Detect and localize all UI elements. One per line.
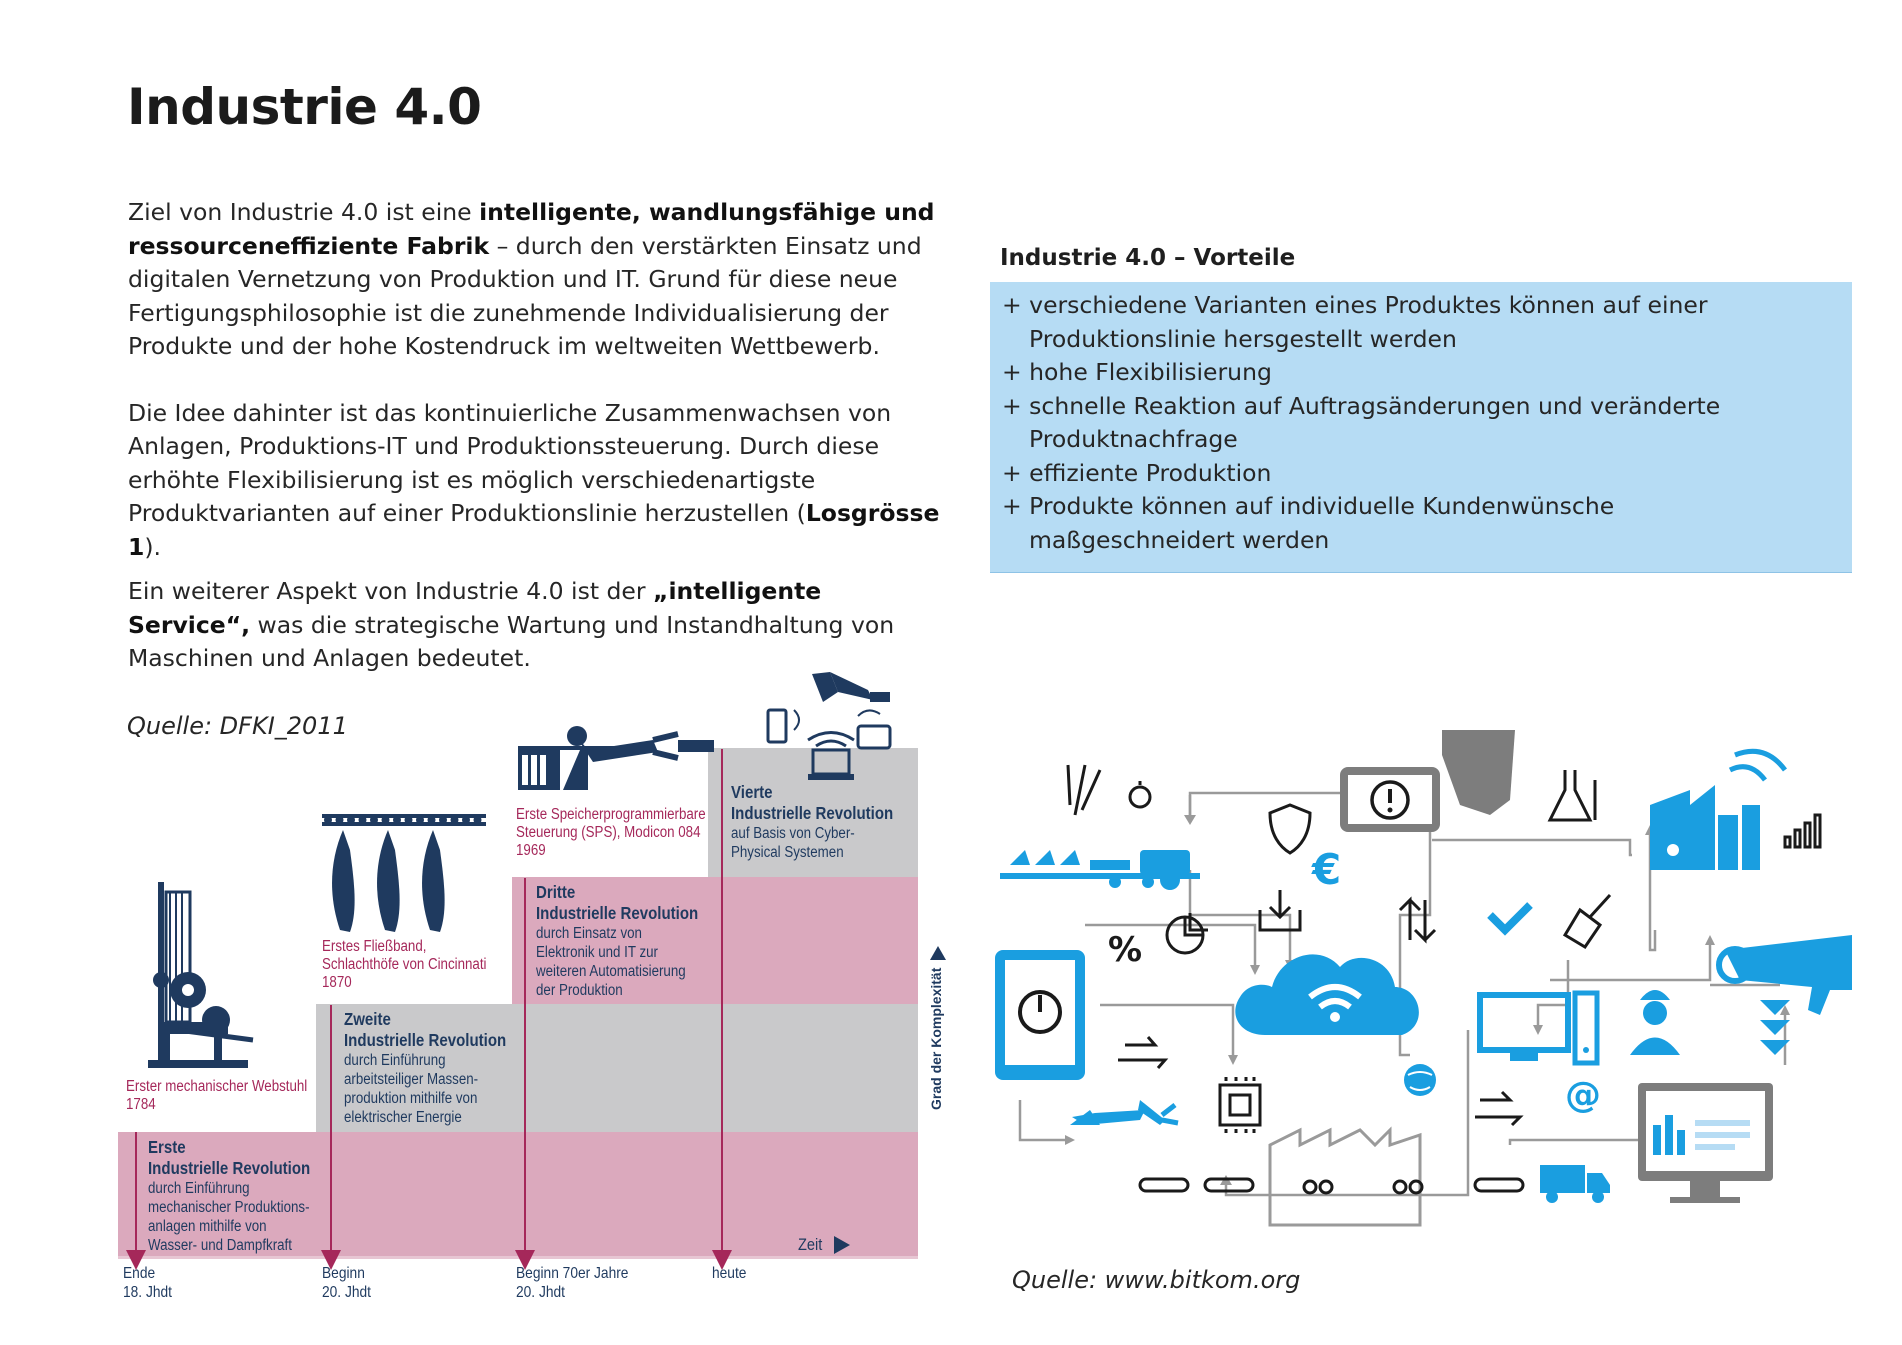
microchip-icon <box>1218 1077 1262 1133</box>
industrial-revolutions-timeline: Erste Industrielle Revolution durch Einf… <box>118 670 946 1310</box>
thumbs-down-icon <box>1716 935 1852 1015</box>
swap-arrows-icon-2 <box>1475 1090 1524 1127</box>
pie-chart-icon <box>1165 913 1208 955</box>
intro-paragraph-3: Ein weiterer Aspekt von Industrie 4.0 is… <box>128 577 895 672</box>
factory-outline-icon <box>1268 1126 1422 1227</box>
iot-network-illustration: % € @ <box>990 725 1852 1227</box>
up-down-arrows-icon <box>1398 896 1437 944</box>
stopwatch-icon <box>1128 781 1152 809</box>
axis-complexity-label: Grad der Komplexität <box>928 967 944 1110</box>
stage-2-caption: Erstes Fließband, Schlachthöfe von Cinci… <box>322 938 487 991</box>
shield-icon <box>1268 803 1312 855</box>
tractor-icon <box>1000 850 1200 890</box>
worker-icon <box>1630 990 1680 1055</box>
robot-arm-icon <box>518 726 714 790</box>
advantages-list: + verschiedene Varianten eines Produktes… <box>990 282 1852 557</box>
source-right: Quelle: www.bitkom.org <box>1012 1266 1301 1294</box>
stage-3-caption: Erste Speicherprogrammierbare Steuerung … <box>516 806 706 859</box>
download-tray-icon <box>1258 890 1302 932</box>
page-title: Industrie 4.0 <box>127 78 482 136</box>
swap-arrows-icon <box>1118 1036 1169 1069</box>
advantage-item: + verschiedene Varianten eines Produktes… <box>1002 291 1708 353</box>
chevrons-down-icon <box>1760 1000 1790 1055</box>
intro-paragraph-2: Die Idee dahinter ist das kontinuierlich… <box>128 398 940 561</box>
globe-icon <box>1404 1064 1436 1096</box>
advantage-item: + schnelle Reaktion auf Auftragsänderung… <box>1002 391 1721 454</box>
euro-icon: € <box>1312 845 1342 894</box>
cyber-physical-icon <box>766 672 892 780</box>
wheat-icon <box>1066 764 1102 816</box>
factory-wifi-icon <box>1650 748 1788 870</box>
band-2 <box>316 1004 918 1132</box>
advantage-item: + Produkte können auf individuelle Kunde… <box>1002 492 1615 554</box>
truck-icon <box>1540 1165 1610 1203</box>
intro-paragraph-1: Ziel von Industrie 4.0 ist eine intellig… <box>128 198 935 360</box>
band-3 <box>512 877 918 1004</box>
iot-graphic <box>995 730 1852 1227</box>
band-2-lower <box>316 1132 918 1256</box>
stage-1-text: Erste Industrielle Revolution durch Einf… <box>148 1137 311 1254</box>
stage-4-text: Vierte Industrielle Revolution auf Basis… <box>731 782 894 861</box>
assembly-line-icon <box>322 814 486 932</box>
advantages-box: + verschiedene Varianten eines Produktes… <box>990 282 1852 573</box>
stage-1-caption: Erster mechanischer Webstuhl 1784 <box>126 1078 308 1113</box>
broom-icon <box>1562 893 1612 950</box>
robot-arm-blue-icon <box>1070 1100 1179 1126</box>
cloud-icon <box>1235 954 1419 1035</box>
phone-alert-icon <box>1340 730 1515 832</box>
source-left: Quelle: DFKI_2011 <box>127 712 348 740</box>
dashboard-monitor-icon <box>1638 1083 1773 1203</box>
loom-icon <box>148 882 254 1068</box>
advantage-item: + effiziente Produktion <box>1002 458 1272 487</box>
advantages-title: Industrie 4.0 – Vorteile <box>1000 245 1296 271</box>
conveyor-icons <box>1138 1177 1525 1193</box>
flask-icon <box>1547 770 1597 822</box>
percent-icon: % <box>1108 930 1143 970</box>
tablet-power-icon <box>995 950 1085 1080</box>
advantage-item: + hohe Flexibilisierung <box>1002 358 1272 386</box>
intro-text: Ziel von Industrie 4.0 ist eine intellig… <box>128 196 948 709</box>
signal-bars-icon <box>1783 813 1822 849</box>
check-icon <box>1487 902 1533 936</box>
gears-icon <box>1302 1179 1424 1195</box>
at-sign-icon: @ <box>1565 1075 1601 1116</box>
stage-2-text: Zweite Industrielle Revolution durch Ein… <box>344 1009 507 1126</box>
timeline-graphic <box>118 672 946 1270</box>
stage-3-text: Dritte Industrielle Revolution durch Ein… <box>536 882 699 999</box>
computer-icon <box>1477 990 1600 1066</box>
stage-4-date: heute <box>712 1265 747 1282</box>
axis-time-label: Zeit <box>798 1235 823 1254</box>
